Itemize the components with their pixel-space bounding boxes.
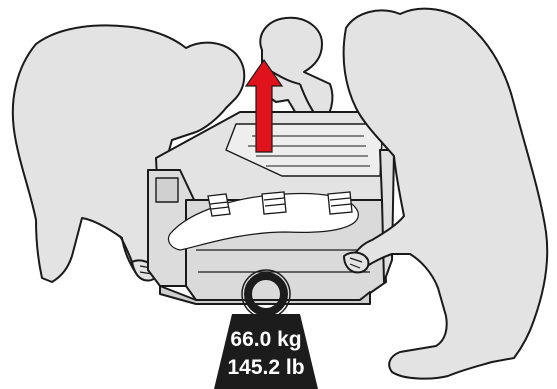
hand-grip-marker-right [328,192,352,214]
hand-grip-marker-center [262,192,286,214]
hand-grip-marker-left [208,194,230,216]
weight-lb-label: 145.2 lb [227,356,304,379]
weight-kg-label: 66.0 kg [230,328,301,351]
